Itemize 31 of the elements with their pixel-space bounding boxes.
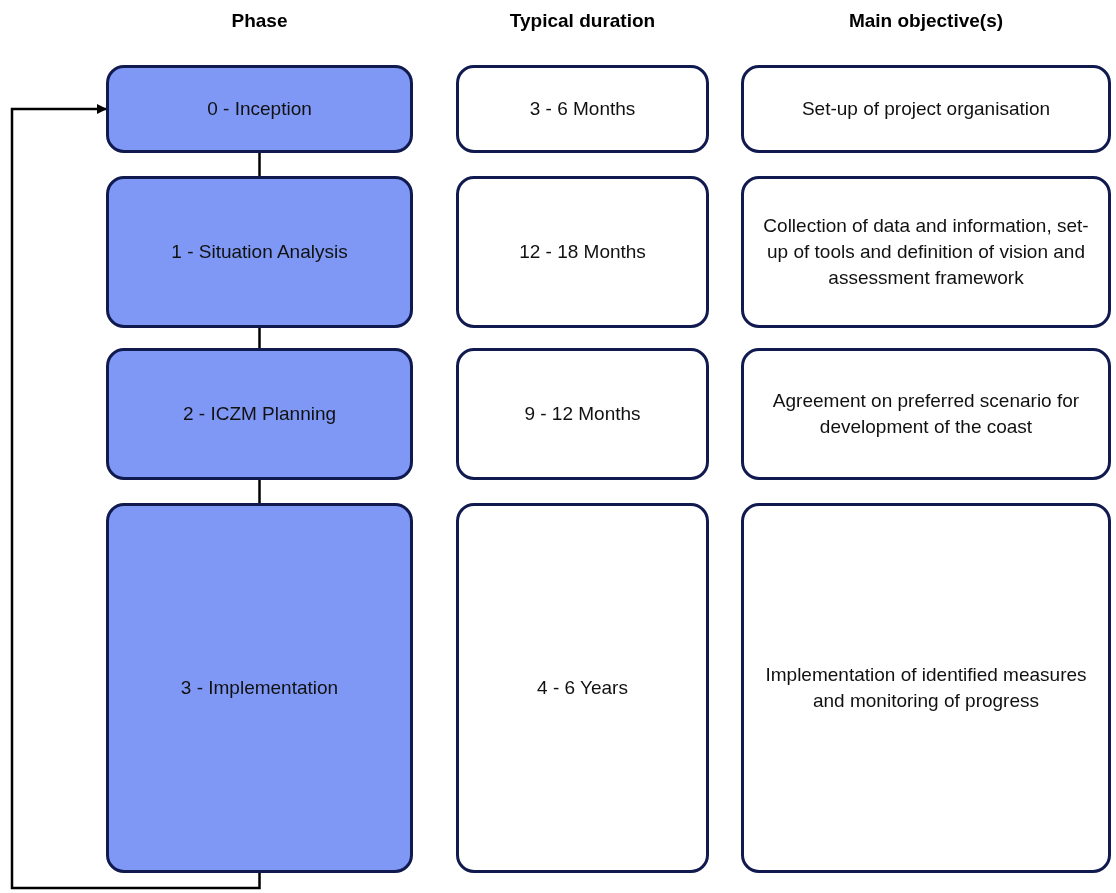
- box-text: Agreement on preferred scenario for development of the coast: [771, 389, 1081, 439]
- connector-line: [258, 480, 261, 503]
- phase-box: [106, 65, 413, 153]
- duration-box: [456, 176, 709, 328]
- duration-box: [456, 503, 709, 873]
- objective-box: [741, 503, 1111, 873]
- duration-box: [456, 348, 709, 480]
- box-text: 9 - 12 Months: [524, 402, 641, 426]
- phase-box: [106, 176, 413, 328]
- box-text: 0 - Inception: [207, 97, 312, 121]
- connector-line: [258, 153, 261, 176]
- box-text: 12 - 18 Months: [519, 240, 646, 264]
- box-text: 2 - ICZM Planning: [182, 402, 337, 426]
- box-text: 4 - 6 Years: [537, 676, 628, 700]
- column-header: Typical duration: [508, 10, 657, 32]
- objective-box: [741, 176, 1111, 328]
- column-header: Main objective(s): [847, 10, 1005, 32]
- objective-box: [741, 65, 1111, 153]
- duration-box: [456, 65, 709, 153]
- phase-box: [106, 348, 413, 480]
- box-text: 3 - Implementation: [180, 676, 339, 700]
- phase-box: [106, 503, 413, 873]
- box-text: 1 - Situation Analysis: [171, 240, 348, 264]
- connector-line: [258, 328, 261, 348]
- feedback-arrow: [10, 104, 261, 890]
- box-text: Collection of data and information, set-up of tools and definition of vision and assessment framework: [762, 214, 1090, 290]
- column-header: Phase: [230, 10, 289, 32]
- box-text: 3 - 6 Months: [529, 97, 636, 121]
- objective-box: [741, 348, 1111, 480]
- box-text: Set-up of project organisation: [801, 97, 1051, 121]
- box-text: Implementation of identified measures and monitoring of progress: [764, 663, 1088, 713]
